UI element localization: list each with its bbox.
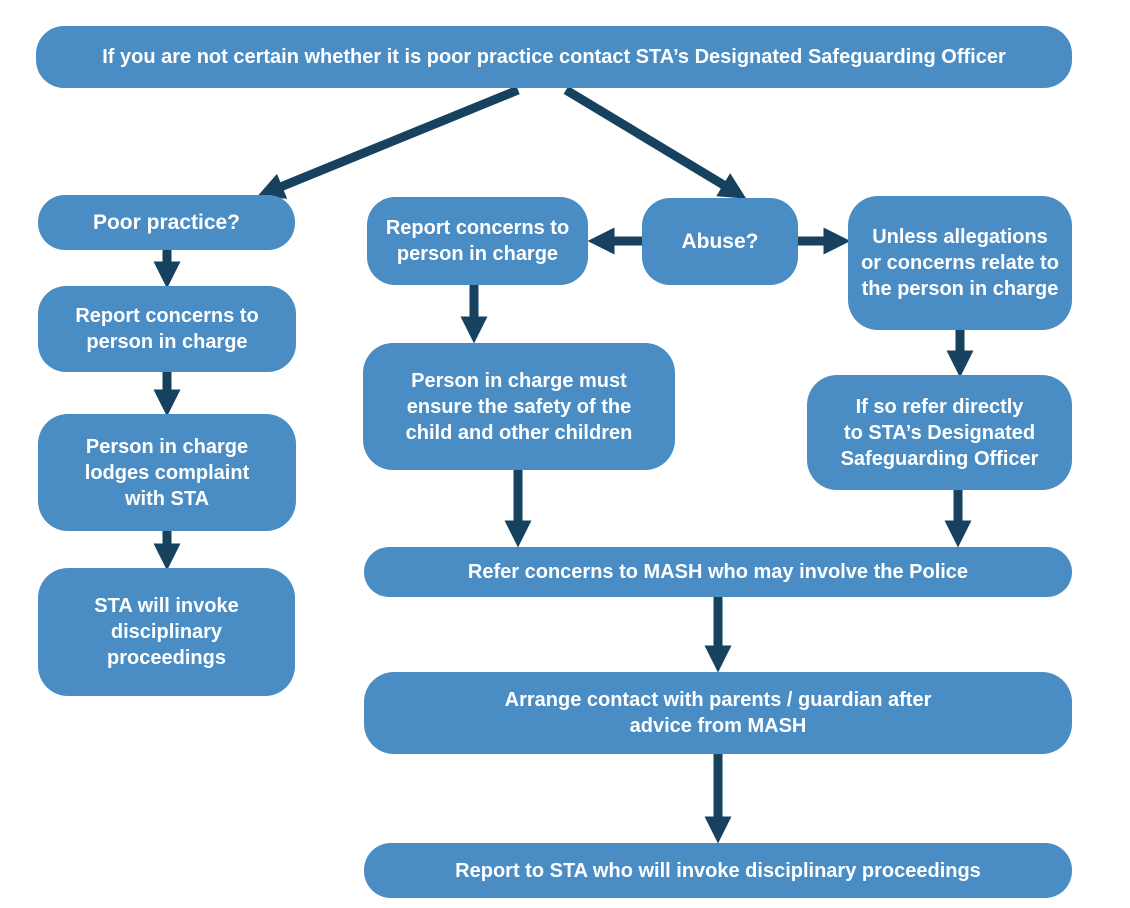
node-report-to-sta: Report to STA who will invoke disciplina… (364, 843, 1072, 898)
node-ensure-safety: Person in charge must ensure the safety … (363, 343, 675, 470)
node-refer-directly-dso: If so refer directly to STA’s Designated… (807, 375, 1072, 490)
node-poor-practice: Poor practice? (38, 195, 295, 250)
node-arrange-contact-parents: Arrange contact with parents / guardian … (364, 672, 1072, 754)
node-refer-to-mash: Refer concerns to MASH who may involve t… (364, 547, 1072, 597)
node-invoke-disciplinary-left: STA will invoke disciplinary proceedings (38, 568, 295, 696)
node-lodges-complaint: Person in charge lodges complaint with S… (38, 414, 296, 531)
node-banner: If you are not certain whether it is poo… (36, 26, 1072, 88)
node-abuse: Abuse? (642, 198, 798, 285)
node-report-concerns-left: Report concerns to person in charge (38, 286, 296, 372)
arrow-banner-to-abuse (563, 86, 747, 199)
node-unless-allegations: Unless allegations or concerns relate to… (848, 196, 1072, 330)
arrow-banner-to-poor-practice (257, 85, 520, 199)
node-report-concerns-middle: Report concerns to person in charge (367, 197, 588, 285)
